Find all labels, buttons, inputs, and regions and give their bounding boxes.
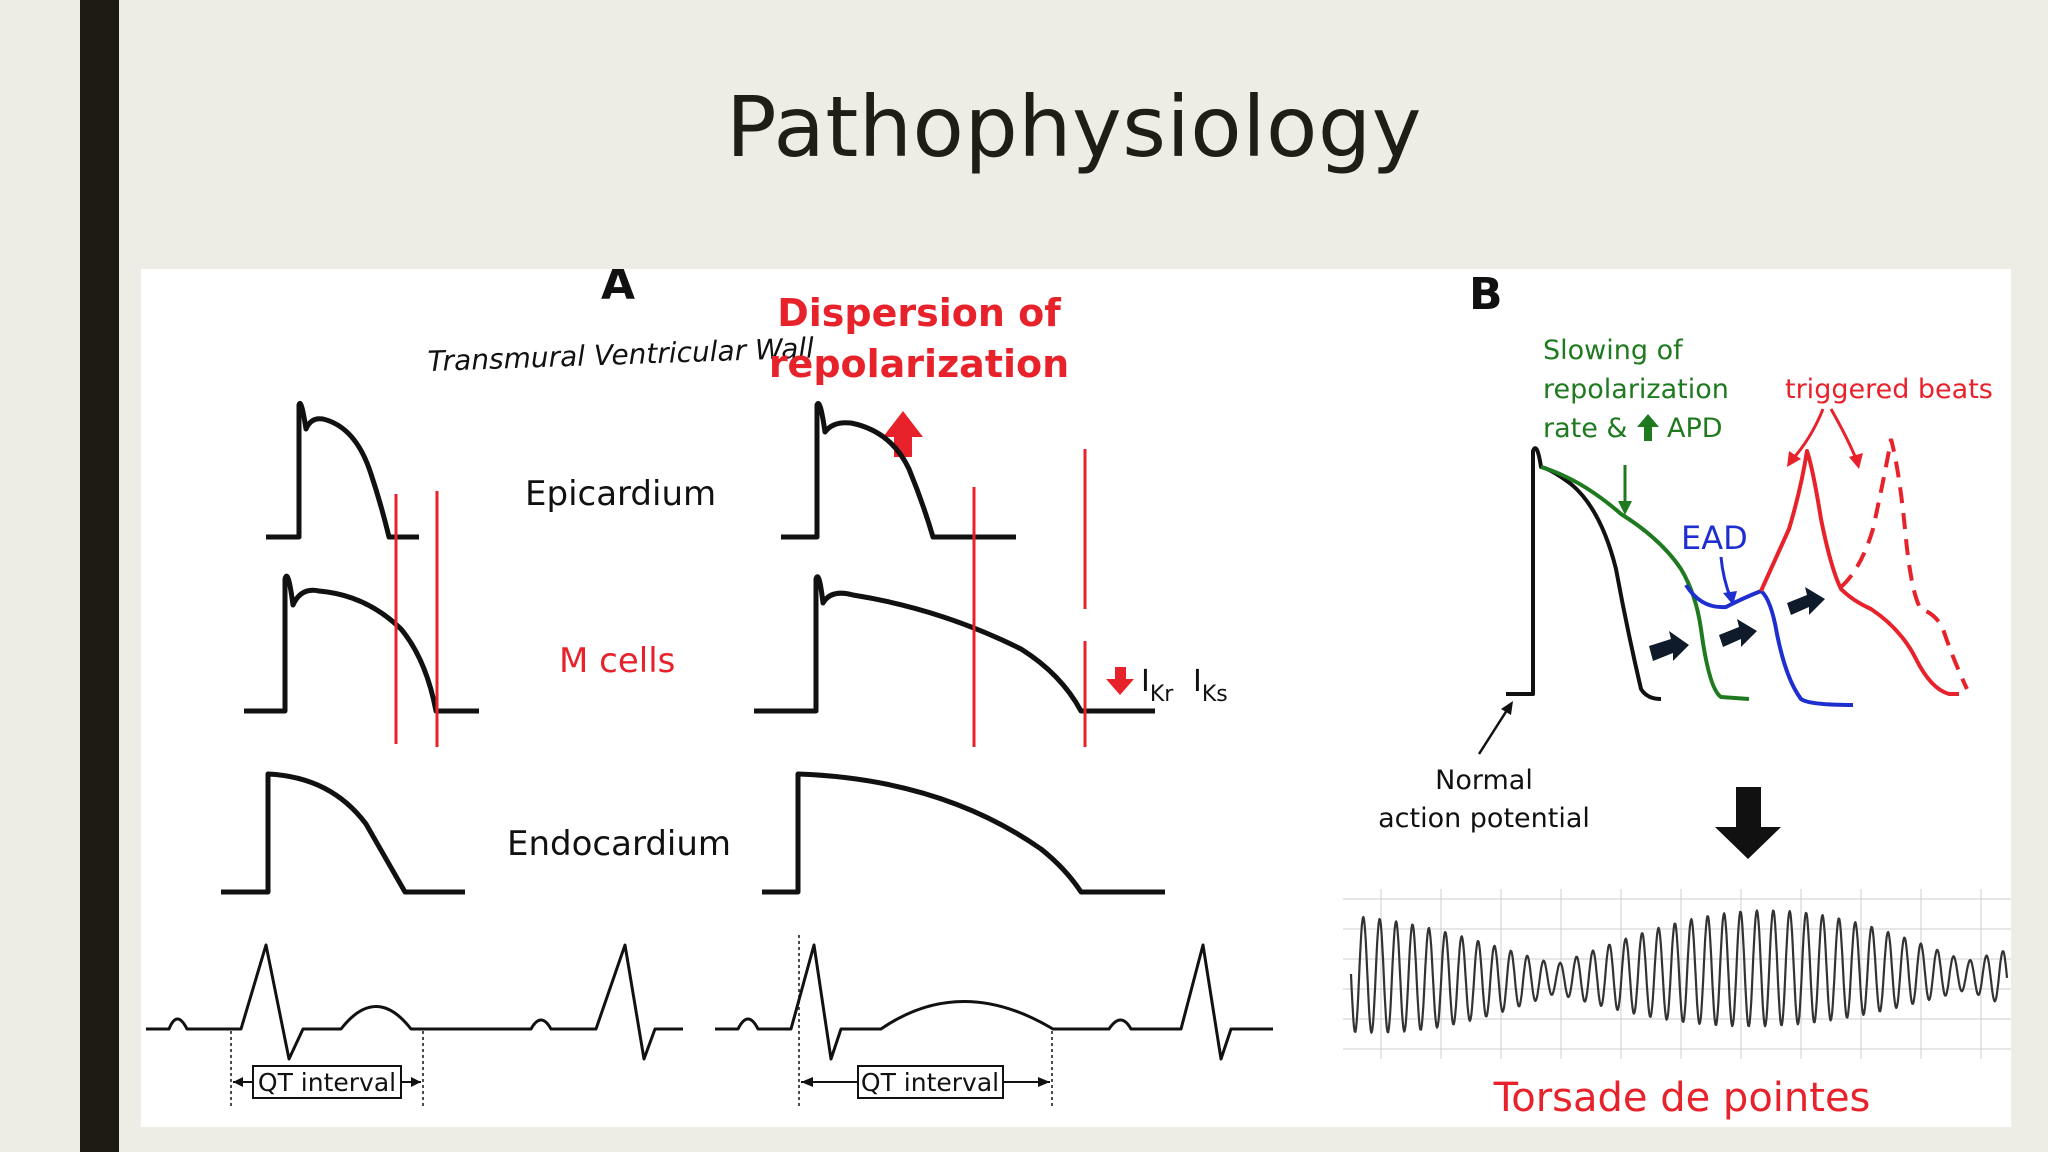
right-m-cells-ap-trace (754, 574, 1155, 714)
torsade-label: Torsade de pointes (1493, 1075, 1871, 1121)
pathophysiology-figure: A Transmural Ventricular Wall Dispersion… (141, 269, 2011, 1127)
ead-label: EAD (1681, 519, 1748, 557)
panel-b-label: B (1469, 269, 1503, 320)
green-pointer-arrowhead-icon (1618, 501, 1632, 515)
slowing-label-line1: Slowing of (1543, 335, 1684, 366)
normal-ap-pointer (1477, 706, 1511, 755)
triggered-arrow-left-head-icon (1787, 451, 1801, 467)
right-qt-interval-box: QT interval (801, 1065, 1050, 1099)
right-qt-label: QT interval (861, 1068, 999, 1097)
navy-arrow-3-icon (1787, 587, 1825, 615)
right-endocardium-ap-trace (762, 771, 1165, 895)
green-up-arrow-icon (1637, 414, 1659, 441)
right-epicardium-ap-trace (781, 401, 1016, 540)
left-qt-label: QT interval (258, 1068, 396, 1097)
slowing-label-line2: repolarization (1543, 374, 1729, 405)
dispersion-label-line2: repolarization (769, 342, 1069, 386)
iks-label: IKs (1193, 664, 1228, 707)
left-epicardium-ap-trace (266, 401, 419, 540)
ead-trace (1684, 583, 1854, 707)
epicardium-label: Epicardium (525, 474, 716, 514)
dispersion-label-line1: Dispersion of (777, 291, 1061, 335)
left-ecg-trace (146, 943, 683, 1061)
wall-label: Transmural Ventricular Wall (427, 332, 815, 378)
left-endocardium-ap-trace (221, 771, 465, 895)
triggered-arrow-right (1829, 408, 1859, 462)
left-m-cells-ap-trace (244, 573, 479, 714)
right-ecg-trace (715, 943, 1273, 1061)
torsade-ecg-trace (1349, 909, 2009, 1034)
ikr-label: IKr (1141, 664, 1174, 707)
second-triggered-beat-trace (1839, 438, 1969, 690)
endocardium-label: Endocardium (507, 824, 731, 864)
m-cells-label: M cells (559, 641, 675, 681)
navy-arrow-2-icon (1719, 619, 1757, 647)
slowing-label-line3a: rate & (1543, 413, 1627, 444)
sidebar-accent-bar (80, 0, 119, 1152)
navy-arrow-1-icon (1649, 631, 1689, 661)
normal-ap-label-line1: Normal (1435, 765, 1533, 796)
red-up-arrow-icon (883, 411, 923, 457)
triggered-beat-trace (1759, 449, 1959, 696)
big-down-arrow-icon (1715, 787, 1781, 859)
slide-title: Pathophysiology (726, 78, 1422, 176)
triggered-beats-label: triggered beats (1785, 374, 1993, 405)
slowing-label-line3b: APD (1667, 413, 1723, 444)
torsade-ecg-grid (1343, 889, 2011, 1059)
left-qt-interval-box: QT interval (233, 1065, 421, 1099)
triggered-arrow-right-head-icon (1849, 453, 1863, 469)
figure-svg: A Transmural Ventricular Wall Dispersion… (146, 269, 2011, 1121)
panel-a-label: A (601, 269, 635, 310)
normal-ap-pointer-head-icon (1501, 701, 1513, 715)
red-down-arrow-icon (1106, 667, 1134, 695)
normal-ap-label-line2: action potential (1378, 803, 1590, 834)
normal-action-potential-trace (1506, 446, 1662, 701)
slowed-repolarization-trace (1540, 465, 1750, 701)
